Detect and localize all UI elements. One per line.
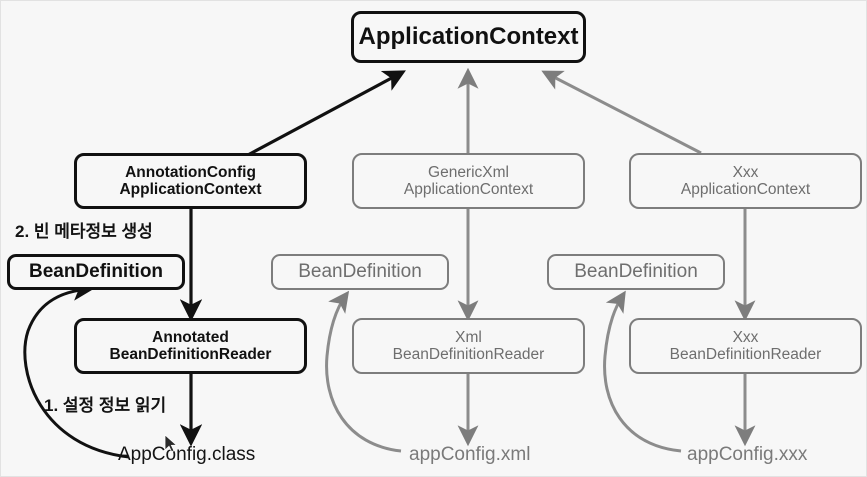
node-xxx-beandefinitionreader[interactable]: Xxx BeanDefinitionReader: [629, 318, 862, 374]
node-application-context-label: ApplicationContext: [358, 22, 579, 50]
node-genericxml-applicationcontext-label: GenericXml ApplicationContext: [403, 163, 534, 198]
node-beandefinition-right-label: BeanDefinition: [574, 261, 698, 283]
node-beandefinition-left[interactable]: BeanDefinition: [7, 254, 185, 290]
node-annotationconfig-applicationcontext[interactable]: AnnotationConfig ApplicationContext: [74, 153, 307, 209]
label-appconfig-xml: appConfig.xml: [409, 444, 531, 465]
edge-annotationconfig-to-applicationcontext: [245, 70, 406, 158]
node-xxx-applicationcontext[interactable]: Xxx ApplicationContext: [629, 153, 862, 209]
node-xml-beandefinitionreader[interactable]: Xml BeanDefinitionReader: [352, 318, 585, 374]
label-step-2: 2. 빈 메타정보 생성: [15, 222, 153, 241]
node-annotated-beandefinitionreader[interactable]: Annotated BeanDefinitionReader: [74, 318, 307, 374]
label-step-1: 1. 설정 정보 읽기: [44, 396, 167, 415]
node-application-context[interactable]: ApplicationContext: [351, 11, 586, 63]
node-annotationconfig-applicationcontext-label: AnnotationConfig ApplicationContext: [119, 163, 262, 198]
mouse-cursor-icon: [164, 434, 178, 453]
node-beandefinition-right[interactable]: BeanDefinition: [547, 254, 725, 290]
node-beandefinition-middle[interactable]: BeanDefinition: [271, 254, 449, 290]
node-beandefinition-left-label: BeanDefinition: [28, 261, 164, 283]
node-xxx-applicationcontext-label: Xxx ApplicationContext: [680, 163, 811, 198]
node-xml-beandefinitionreader-label: Xml BeanDefinitionReader: [392, 328, 545, 363]
node-beandefinition-middle-label: BeanDefinition: [298, 261, 422, 283]
edge-xxx-to-applicationcontext: [541, 70, 702, 155]
label-appconfig-xxx: appConfig.xxx: [687, 444, 808, 465]
node-annotated-beandefinitionreader-label: Annotated BeanDefinitionReader: [109, 328, 272, 363]
node-genericxml-applicationcontext[interactable]: GenericXml ApplicationContext: [352, 153, 585, 209]
label-appconfig-class: AppConfig.class: [118, 444, 256, 465]
node-xxx-beandefinitionreader-label: Xxx BeanDefinitionReader: [669, 328, 822, 363]
